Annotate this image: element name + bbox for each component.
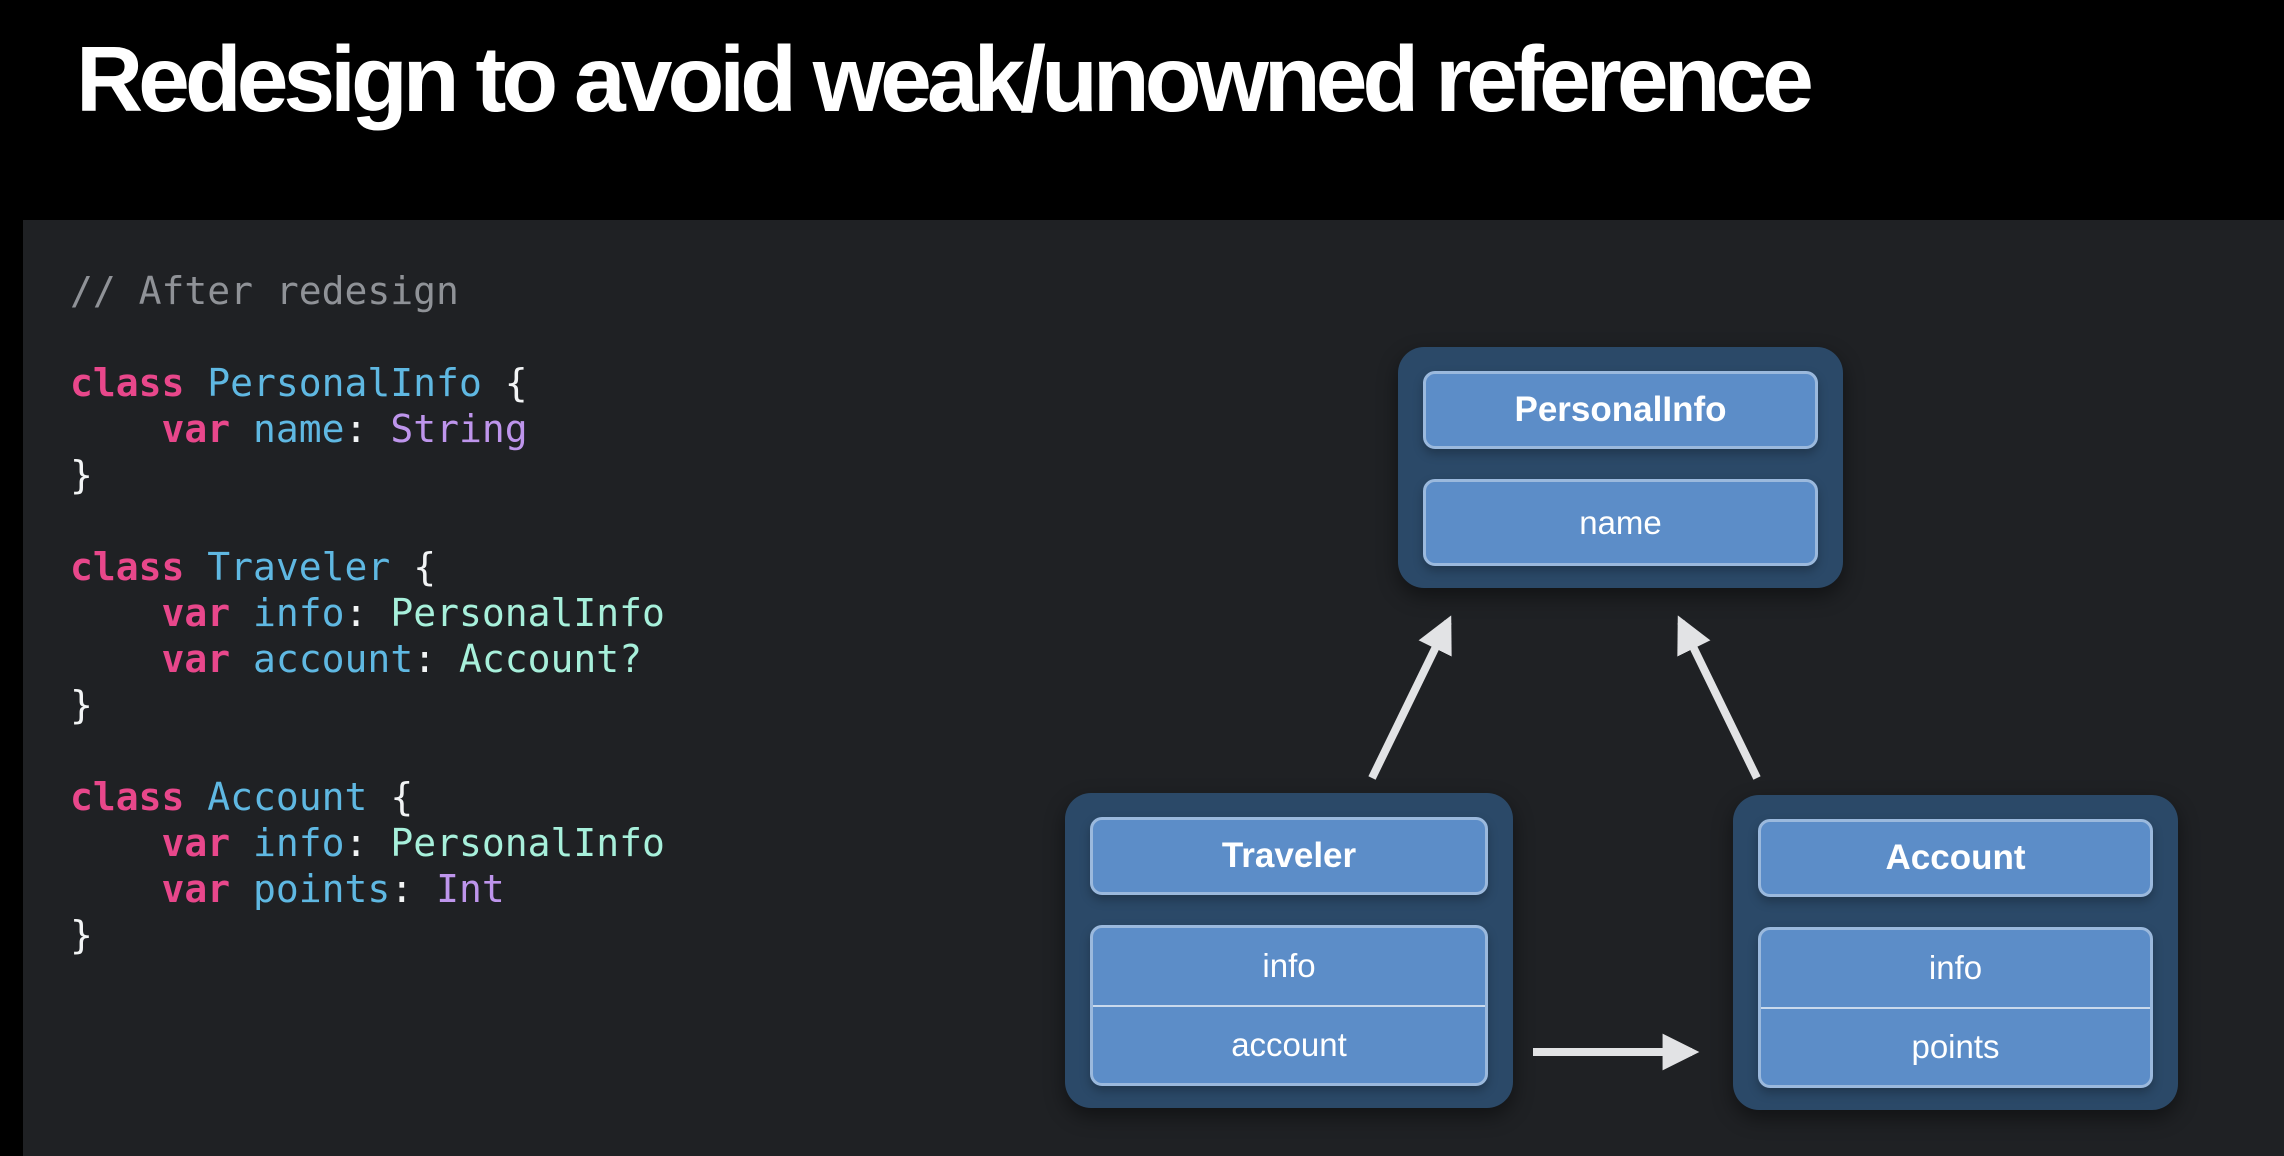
code-line: }: [70, 453, 93, 497]
diagram-node-traveler: Traveler info account: [1065, 793, 1513, 1108]
arrow-account-to-personalinfo: [1677, 615, 1761, 780]
node-field: name: [1579, 503, 1662, 541]
node-fields: name: [1423, 479, 1818, 566]
node-title: PersonalInfo: [1423, 371, 1818, 449]
content-panel: // After redesign class PersonalInfo { v…: [23, 220, 2284, 1156]
code-line: [70, 728, 665, 774]
code-line: class PersonalInfo {: [70, 361, 528, 405]
code-line: [70, 498, 665, 544]
diagram-node-personalinfo: PersonalInfo name: [1398, 347, 1843, 588]
code-line: }: [70, 913, 93, 957]
code-line: var points: Int: [161, 867, 505, 911]
code-line: var account: Account?: [161, 637, 642, 681]
diagram-node-account: Account info points: [1733, 795, 2178, 1110]
code-line: }: [70, 683, 93, 727]
arrow-traveler-to-personalinfo: [1368, 615, 1452, 780]
node-title: Traveler: [1090, 817, 1488, 895]
code-line: // After redesign: [70, 269, 459, 313]
node-field: info: [1262, 947, 1316, 985]
code-line: var info: PersonalInfo: [161, 591, 665, 635]
code-line: [70, 314, 665, 360]
code-line: class Account {: [70, 775, 414, 819]
node-field: info: [1928, 949, 1983, 987]
slide-header: Redesign to avoid weak/unowned reference: [0, 0, 2284, 220]
node-fields: info account: [1090, 925, 1488, 1086]
code-line: var info: PersonalInfo: [161, 821, 665, 865]
code-line: var name: String: [161, 407, 528, 451]
code-block: // After redesign class PersonalInfo { v…: [70, 268, 665, 958]
node-field: account: [1093, 1004, 1485, 1084]
code-line: class Traveler {: [70, 545, 437, 589]
node-fields: info points: [1758, 927, 2153, 1088]
page-title: Redesign to avoid weak/unowned reference: [76, 27, 1814, 131]
node-title: Account: [1758, 819, 2153, 897]
node-field: points: [1761, 1006, 2150, 1086]
